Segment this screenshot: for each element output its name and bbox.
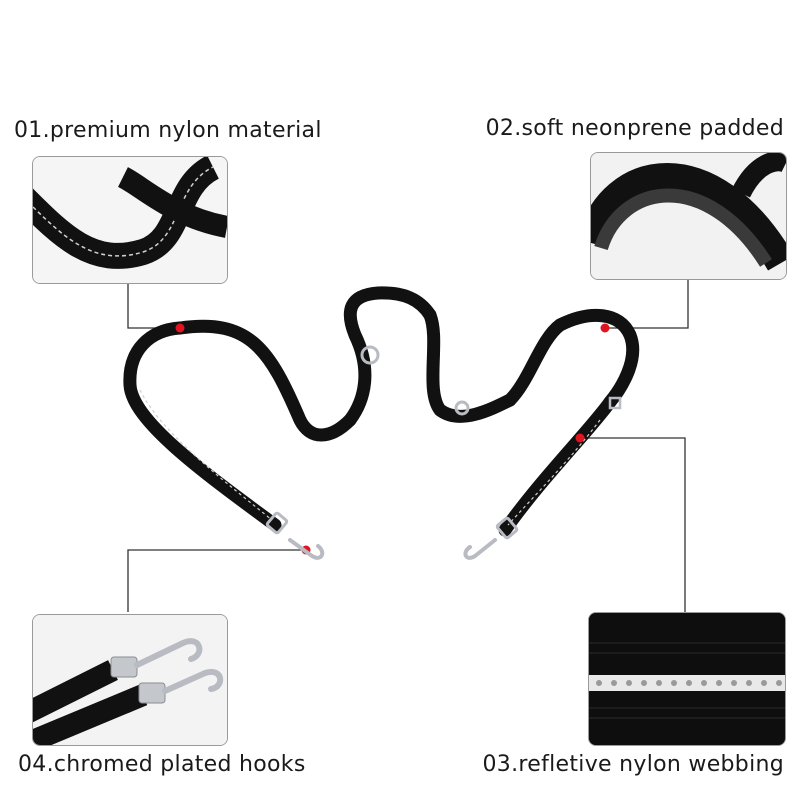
- feature-label-04: 04.chromed plated hooks: [18, 752, 306, 777]
- nylon-strap-closeup-panel: [32, 156, 228, 284]
- feature-label-03: 03.refletive nylon webbing: [482, 752, 784, 777]
- feature-label-02: 02.soft neonprene padded: [485, 116, 784, 141]
- slider-buckle: [608, 396, 622, 410]
- callout-line-03: [580, 437, 686, 612]
- neoprene-handle-closeup-icon: [591, 153, 786, 279]
- chrome-hooks-closeup-panel: [32, 614, 228, 746]
- nylon-strap-closeup-icon: [33, 157, 227, 283]
- marker-dot: [575, 433, 585, 443]
- o-ring: [454, 400, 470, 416]
- leash-strap: [123, 286, 640, 537]
- callout-line-04: [127, 549, 306, 612]
- feature-label-01: 01.premium nylon material: [14, 118, 322, 143]
- o-ring: [360, 345, 380, 365]
- marker-dot: [600, 323, 610, 333]
- reflective-webbing-closeup-panel: [588, 612, 786, 746]
- marker-dot: [175, 323, 185, 333]
- left-hook: [265, 511, 325, 560]
- neoprene-handle-closeup-panel: [590, 152, 787, 280]
- chrome-hooks-closeup-icon: [33, 615, 227, 745]
- callout-line-01: [127, 282, 180, 329]
- reflective-webbing-closeup-icon: [589, 613, 785, 745]
- right-hook: [463, 516, 519, 560]
